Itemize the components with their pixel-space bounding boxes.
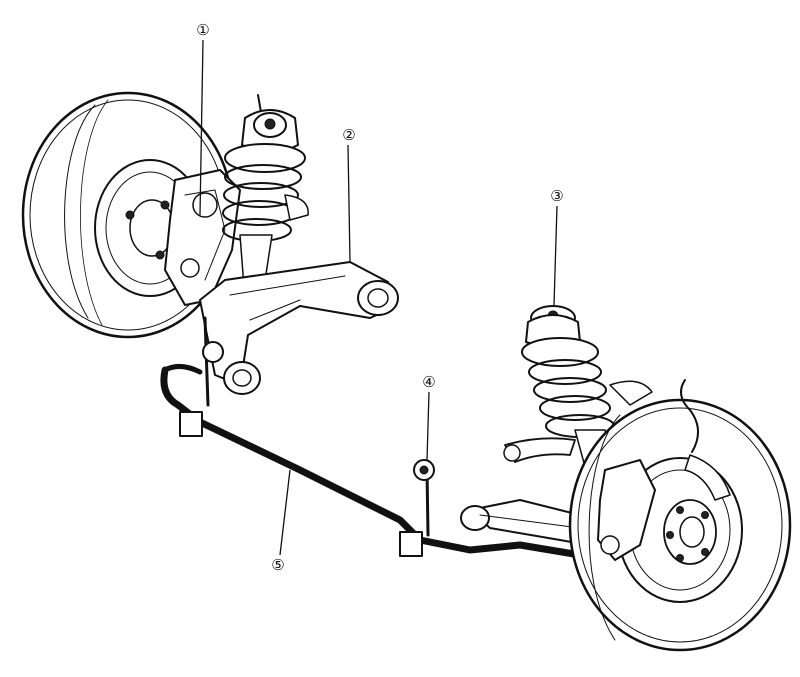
right-wheel (568, 379, 792, 652)
leader-line-1 (199, 39, 204, 216)
right-knuckle (597, 459, 656, 561)
callouts: ① ② ③ ④ ⑤ (196, 21, 563, 574)
leader-line-4 (426, 391, 430, 461)
left-strut (222, 94, 309, 301)
left-control-arm (199, 261, 399, 395)
stabilizer-bar (160, 364, 609, 559)
right-stabilizer-link (413, 459, 435, 537)
callout-1: ① (196, 21, 209, 39)
callout-5: ⑤ (271, 556, 284, 574)
callout-4: ④ (422, 373, 435, 391)
leader-line-3 (553, 205, 558, 306)
leader-lines (199, 39, 558, 556)
leader-line-2 (347, 144, 351, 263)
callout-3: ③ (550, 187, 563, 205)
leader-line-5 (279, 469, 291, 556)
callout-2: ② (342, 126, 355, 144)
left-stabilizer-link (202, 316, 224, 407)
